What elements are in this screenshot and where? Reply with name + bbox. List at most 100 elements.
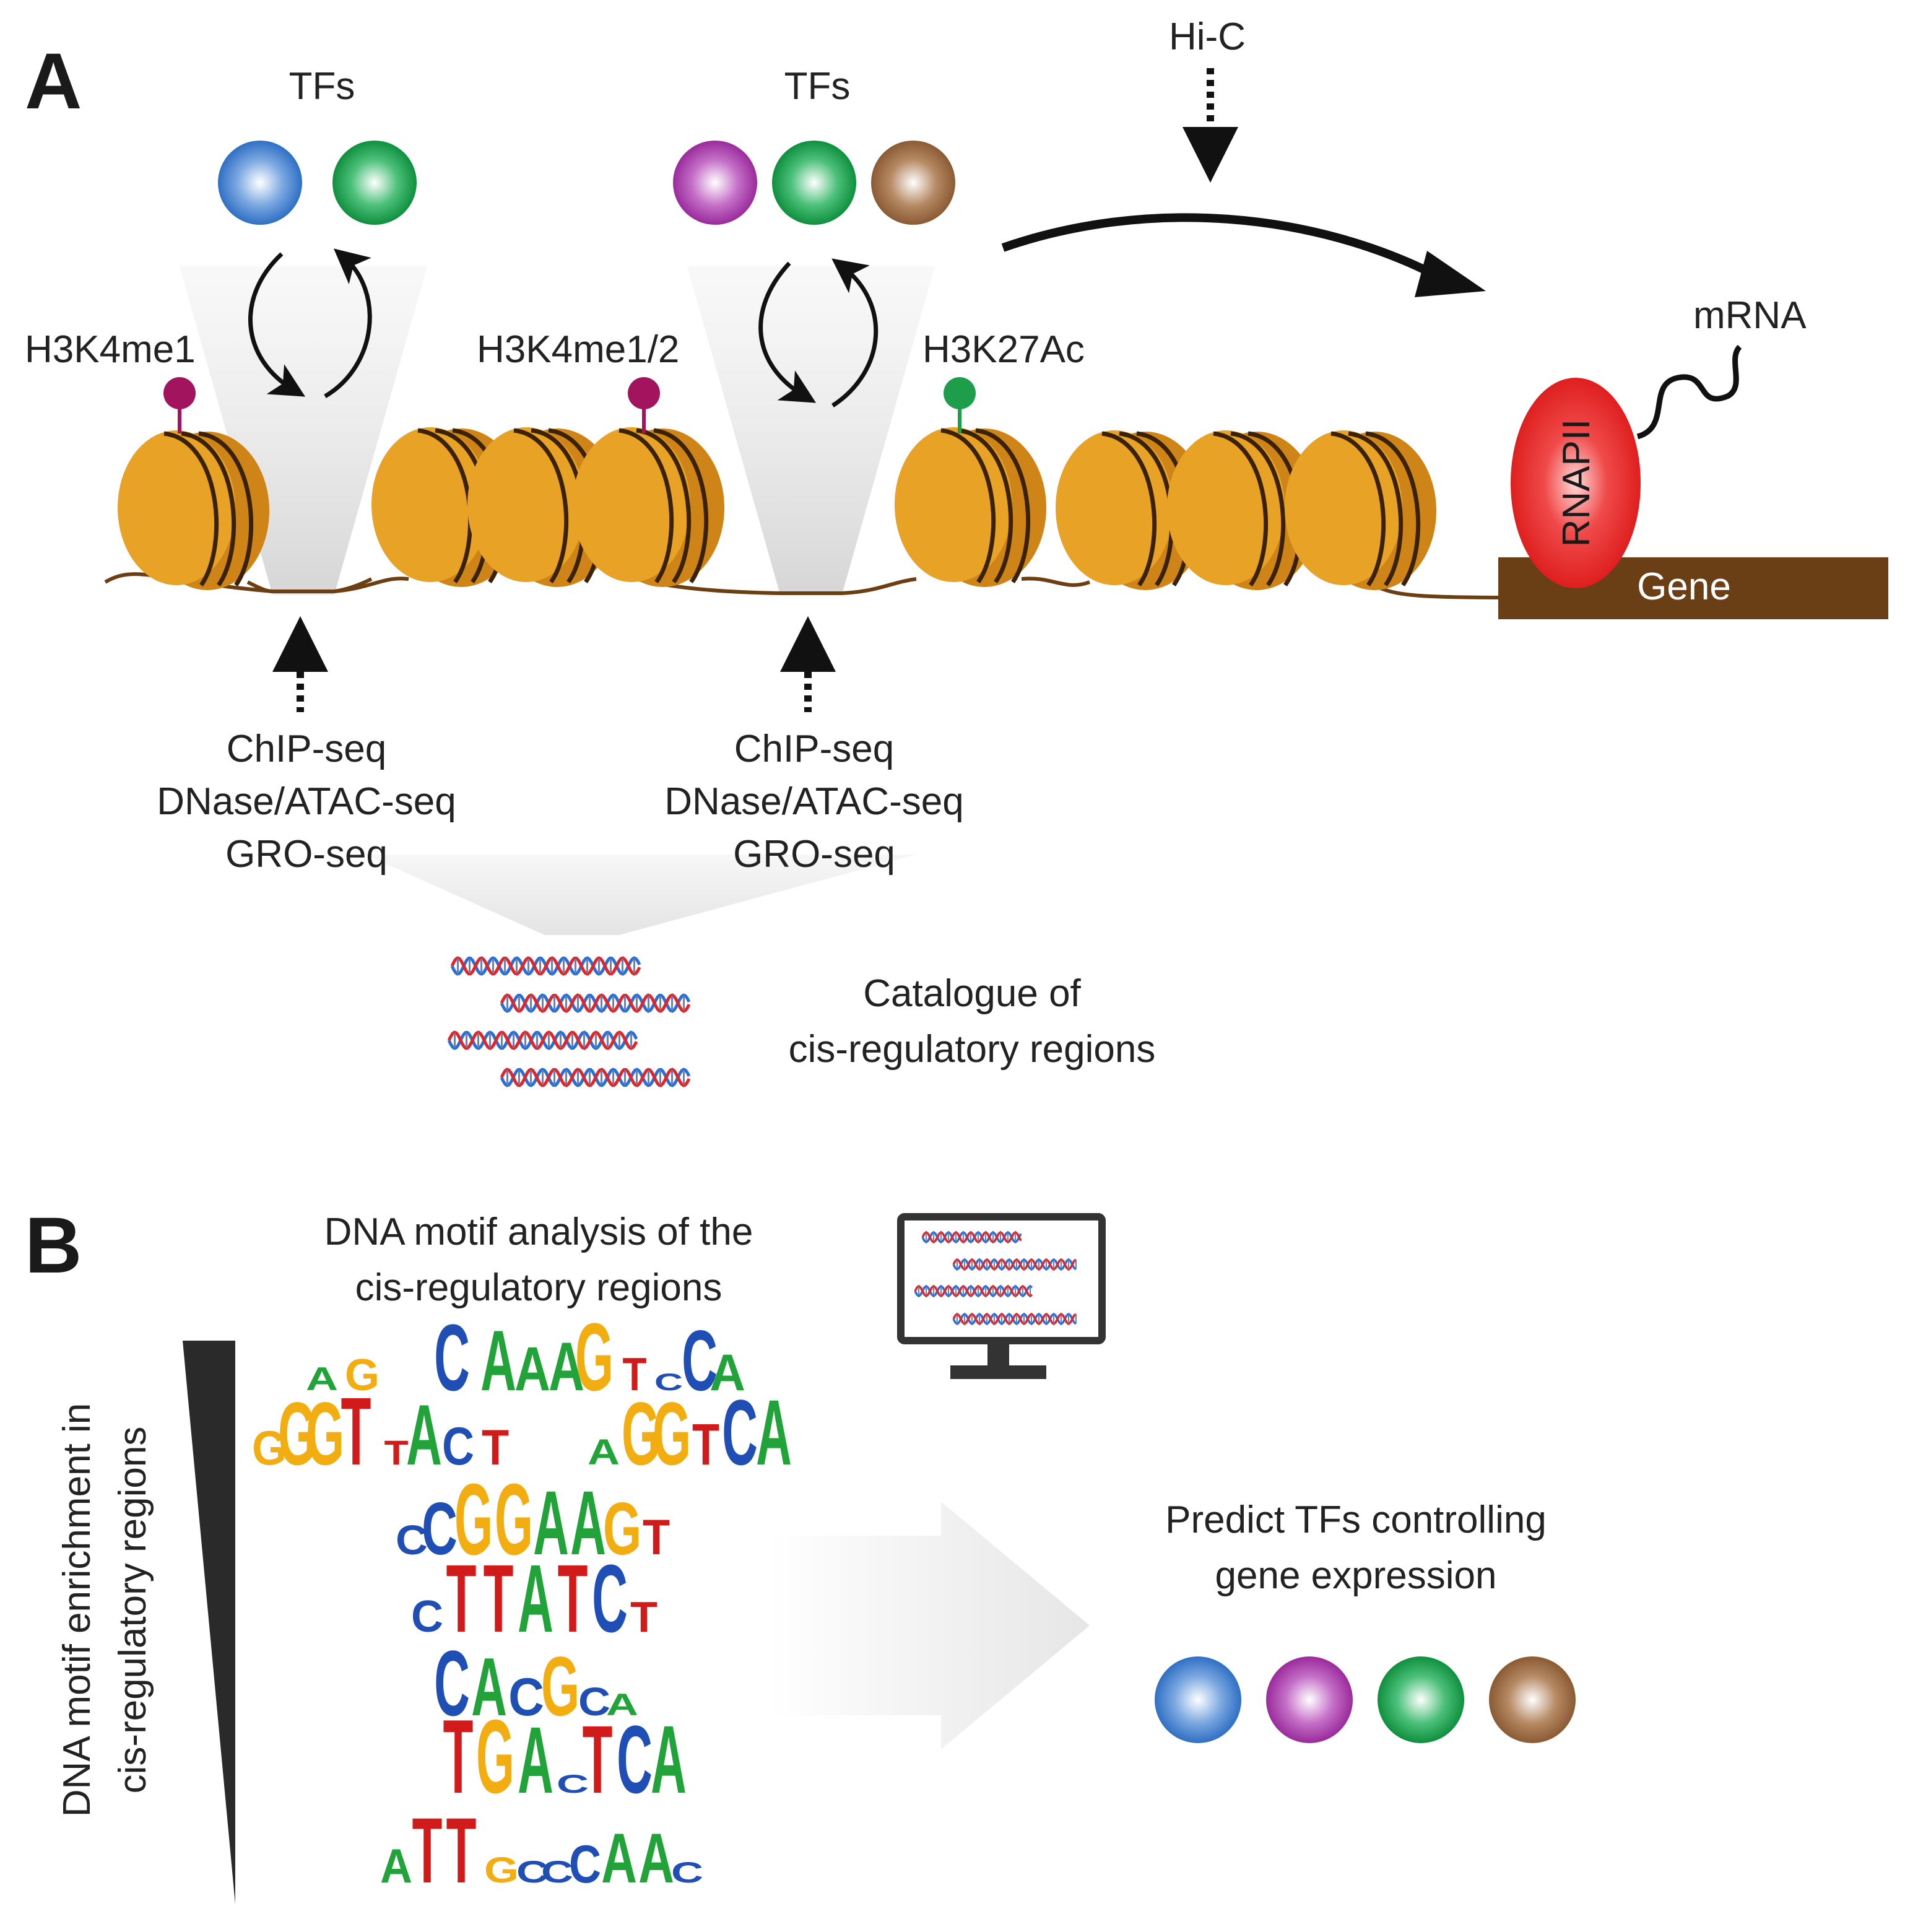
accessibility-cone-right xyxy=(687,266,935,594)
motif-letter: C xyxy=(557,1770,589,1798)
motif-letter: T xyxy=(583,1706,613,1814)
motif-letter: G xyxy=(603,1487,641,1570)
nucleosome xyxy=(1285,430,1436,590)
motif-letter: C xyxy=(617,1706,653,1814)
motif-letter: C xyxy=(654,1368,683,1395)
nucleosome xyxy=(573,427,724,587)
motif-letter: A xyxy=(756,1381,792,1484)
catalogue-label-line2: cis-regulatory regions xyxy=(789,1028,1156,1071)
motif-letter: G xyxy=(484,1850,519,1890)
rnapii-enzyme xyxy=(1511,378,1641,588)
predicted-tf-brown xyxy=(1489,1656,1576,1743)
dna-helix-icon xyxy=(447,1030,638,1050)
enrichment-axis-line1: DNA motif enrichment in xyxy=(56,1403,98,1817)
predict-label-line2: gene expression xyxy=(1215,1554,1497,1597)
nucleosome xyxy=(1167,430,1319,590)
predicted-tf-blue xyxy=(1155,1656,1241,1743)
binding-exchange-arrows-right xyxy=(758,258,879,407)
motif-letter: T xyxy=(484,1545,514,1653)
binding-exchange-arrows-left xyxy=(248,248,372,399)
motif-letter: T xyxy=(622,1348,646,1400)
motif-letter: A xyxy=(638,1819,674,1897)
tfs-label-right: TFs xyxy=(784,65,851,108)
tf-green xyxy=(332,141,417,225)
histone-mark-h3k4me2 xyxy=(628,377,660,433)
nucleosome-array xyxy=(118,427,1436,590)
motif-letter: C xyxy=(434,1632,470,1735)
nucleosome xyxy=(895,427,1046,587)
mark-label-h3k27ac: H3K27Ac xyxy=(922,328,1085,371)
motif-letter: G xyxy=(278,1383,316,1484)
motif-letter: G xyxy=(306,1383,344,1484)
tf-purple xyxy=(673,141,757,225)
motif-letter: T xyxy=(692,1412,719,1477)
motif-letter: A xyxy=(518,1707,553,1812)
motif-letter: A xyxy=(514,1335,550,1404)
motif-letter: T xyxy=(446,1799,477,1902)
motif-letter: C xyxy=(508,1667,544,1726)
motif-letter: G xyxy=(575,1303,614,1411)
motif-letter: C xyxy=(541,1855,573,1890)
motif-letter: G xyxy=(476,1699,514,1816)
motif-letter: T xyxy=(643,1510,670,1565)
motif-letter: A xyxy=(601,1819,637,1897)
motif-analysis-title-line2: cis-regulatory regions xyxy=(355,1266,723,1309)
catalogue-funnel xyxy=(365,855,916,935)
chromatin-loop-arrow-head-icon xyxy=(1415,251,1486,297)
assay-right-groseq: GRO-seq xyxy=(733,833,895,876)
motif-letter: A xyxy=(533,1473,569,1574)
motif-letter: T xyxy=(446,1545,477,1653)
gene-label: Gene xyxy=(1637,565,1731,608)
nucleosome xyxy=(118,430,269,590)
motif-letter: C xyxy=(569,1834,601,1894)
tf-blue xyxy=(218,141,302,225)
panel-b-letter: B xyxy=(25,1201,82,1290)
dna-helix-icon xyxy=(921,1230,1022,1244)
motif-letter: T xyxy=(482,1420,509,1476)
assay-right-chipseq: ChIP-seq xyxy=(734,728,894,770)
motif-letter: C xyxy=(434,1305,470,1410)
predict-label-line1: Predict TFs controlling xyxy=(1165,1499,1547,1541)
motif-analysis-title-line1: DNA motif analysis of the xyxy=(324,1211,753,1253)
motif-letter: C xyxy=(682,1313,718,1409)
hic-label: Hi-C xyxy=(1169,15,1246,58)
motif-letter: A xyxy=(606,1688,638,1723)
prediction-arrow xyxy=(768,1502,1090,1749)
motif-letter: G xyxy=(495,1463,533,1577)
motif-letter: G xyxy=(454,1463,493,1577)
assay-left-dnase-atac: DNase/ATAC-seq xyxy=(157,780,456,823)
motif-letter: A xyxy=(549,1328,584,1405)
dna-helix-icon xyxy=(952,1258,1077,1271)
motif-letter: G xyxy=(345,1351,380,1400)
motif-letter: A xyxy=(471,1641,507,1733)
motif-letter: C xyxy=(396,1516,428,1563)
motif-letter: A xyxy=(480,1313,516,1409)
tfs-label-left: TFs xyxy=(289,65,355,108)
motif-letter: T xyxy=(384,1434,408,1472)
motif-letter: G xyxy=(252,1421,287,1474)
mark-label-h3k4me1-2: H3K4me1/2 xyxy=(477,328,679,371)
motif-letter: C xyxy=(422,1487,458,1570)
motif-letter: A xyxy=(380,1838,412,1892)
chromatin-loop-arrow xyxy=(1001,213,1445,283)
panel-a-letter: A xyxy=(25,37,82,126)
predicted-tf-purple xyxy=(1266,1656,1353,1743)
assay-left-groseq: GRO-seq xyxy=(225,833,388,876)
motif-letter: A xyxy=(709,1344,745,1402)
rnapii-label: RNAPII xyxy=(1555,419,1598,547)
computer-monitor-icon xyxy=(897,1213,1106,1379)
assay-arrow-right xyxy=(780,616,836,712)
dna-helix-icon xyxy=(500,993,691,1013)
dna-helix-icon xyxy=(450,956,641,976)
mrna-transcript xyxy=(1636,344,1742,440)
motif-letter: A xyxy=(588,1432,620,1472)
hic-arrow-head-icon xyxy=(1182,127,1238,183)
enrichment-gradient-wedge xyxy=(183,1341,235,1904)
